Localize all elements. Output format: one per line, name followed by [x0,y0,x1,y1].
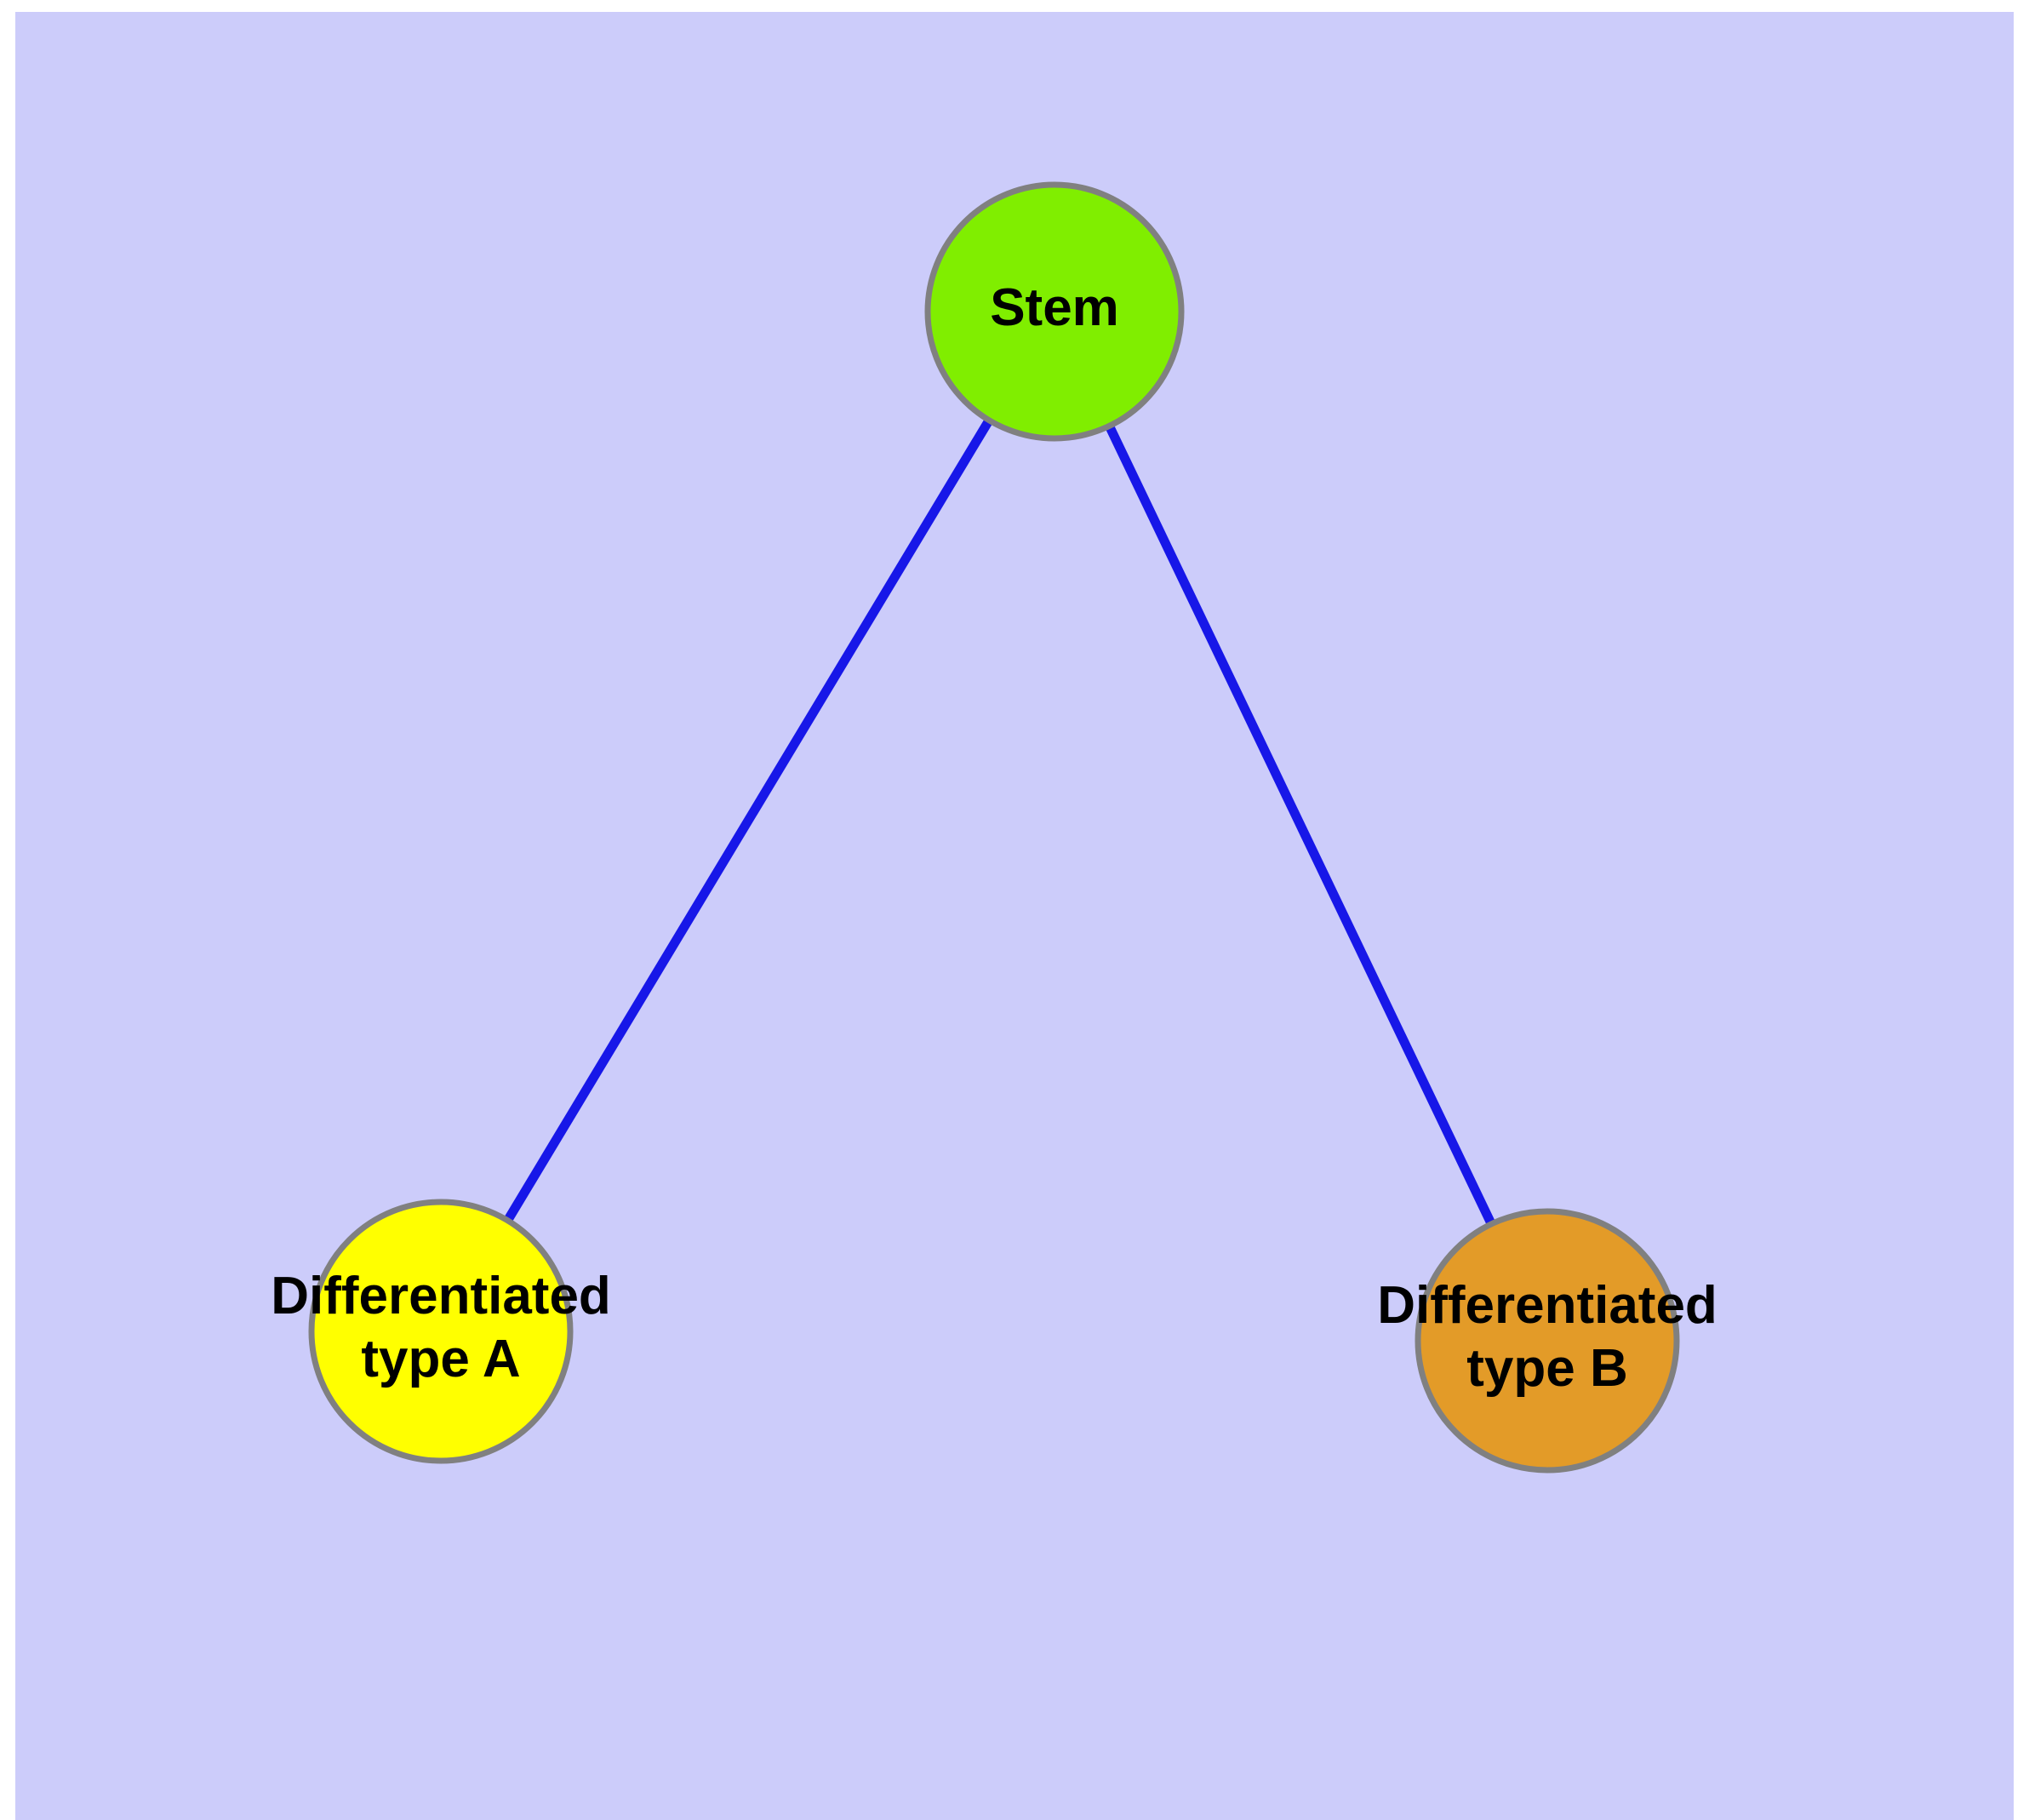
node-stem[interactable]: Stem [924,181,1185,442]
node-label-line: Stem [990,278,1119,337]
node-label-stem: Stem [990,278,1119,337]
edge-stem-to-diff-a[interactable] [437,309,1059,1334]
edge-stem-to-diff-b[interactable] [1050,309,1552,1343]
node-label-line: Differentiated [271,1267,611,1325]
node-circle-stem[interactable] [924,181,1185,442]
node-label-line: Differentiated [1377,1276,1718,1335]
node-circle-diff_a[interactable] [308,1199,574,1464]
node-label-line: type B [1466,1339,1627,1398]
node-label-line: type A [361,1330,520,1388]
edges-layer [437,309,1552,1343]
node-circle-diff_b[interactable] [1415,1208,1680,1474]
